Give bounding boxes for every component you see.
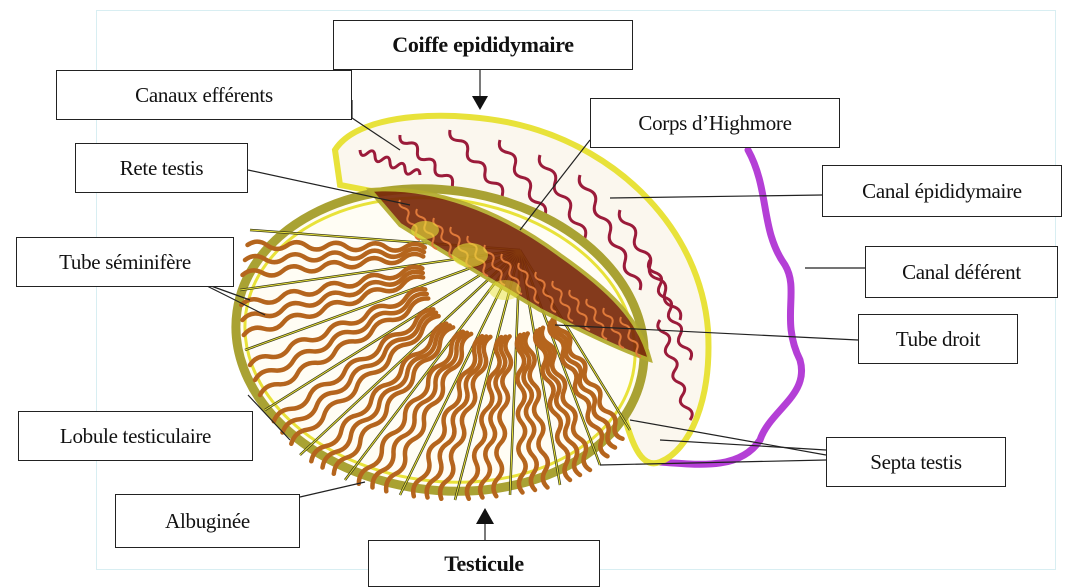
rete-highlight <box>452 243 488 267</box>
label-canaux-efferents: Canaux efférents <box>56 70 352 120</box>
label-text: Canal épididymaire <box>862 179 1022 204</box>
rete-highlight <box>489 280 521 300</box>
label-coiffe-epididymaire: Coiffe epididymaire <box>333 20 633 70</box>
label-text: Canal déférent <box>902 260 1021 285</box>
label-text: Canaux efférents <box>135 83 273 108</box>
label-canal-epididymaire: Canal épididymaire <box>822 165 1062 217</box>
label-albuginee: Albuginée <box>115 494 300 548</box>
label-text: Tube droit <box>896 327 980 352</box>
label-canal-deferent: Canal déférent <box>865 246 1058 298</box>
label-septa-testis: Septa testis <box>826 437 1006 487</box>
label-text: Tube séminifère <box>59 250 191 275</box>
coiffe-arrow-icon <box>472 96 488 110</box>
label-rete-testis: Rete testis <box>75 143 248 193</box>
testicule-arrow-icon <box>476 508 494 524</box>
rete-highlight <box>411 221 439 239</box>
label-text: Corps d’Highmore <box>638 111 791 136</box>
label-text: Septa testis <box>870 450 961 475</box>
label-lobule-testiculaire: Lobule testiculaire <box>18 411 253 461</box>
label-text: Lobule testiculaire <box>60 424 211 449</box>
label-text: Albuginée <box>165 509 250 534</box>
label-corps-highmore: Corps d’Highmore <box>590 98 840 148</box>
label-text: Testicule <box>444 551 524 577</box>
label-text: Rete testis <box>120 156 204 181</box>
label-testicule: Testicule <box>368 540 600 587</box>
label-tube-droit: Tube droit <box>858 314 1018 364</box>
label-tube-seminifere: Tube séminifère <box>16 237 234 287</box>
label-text: Coiffe epididymaire <box>392 32 573 58</box>
